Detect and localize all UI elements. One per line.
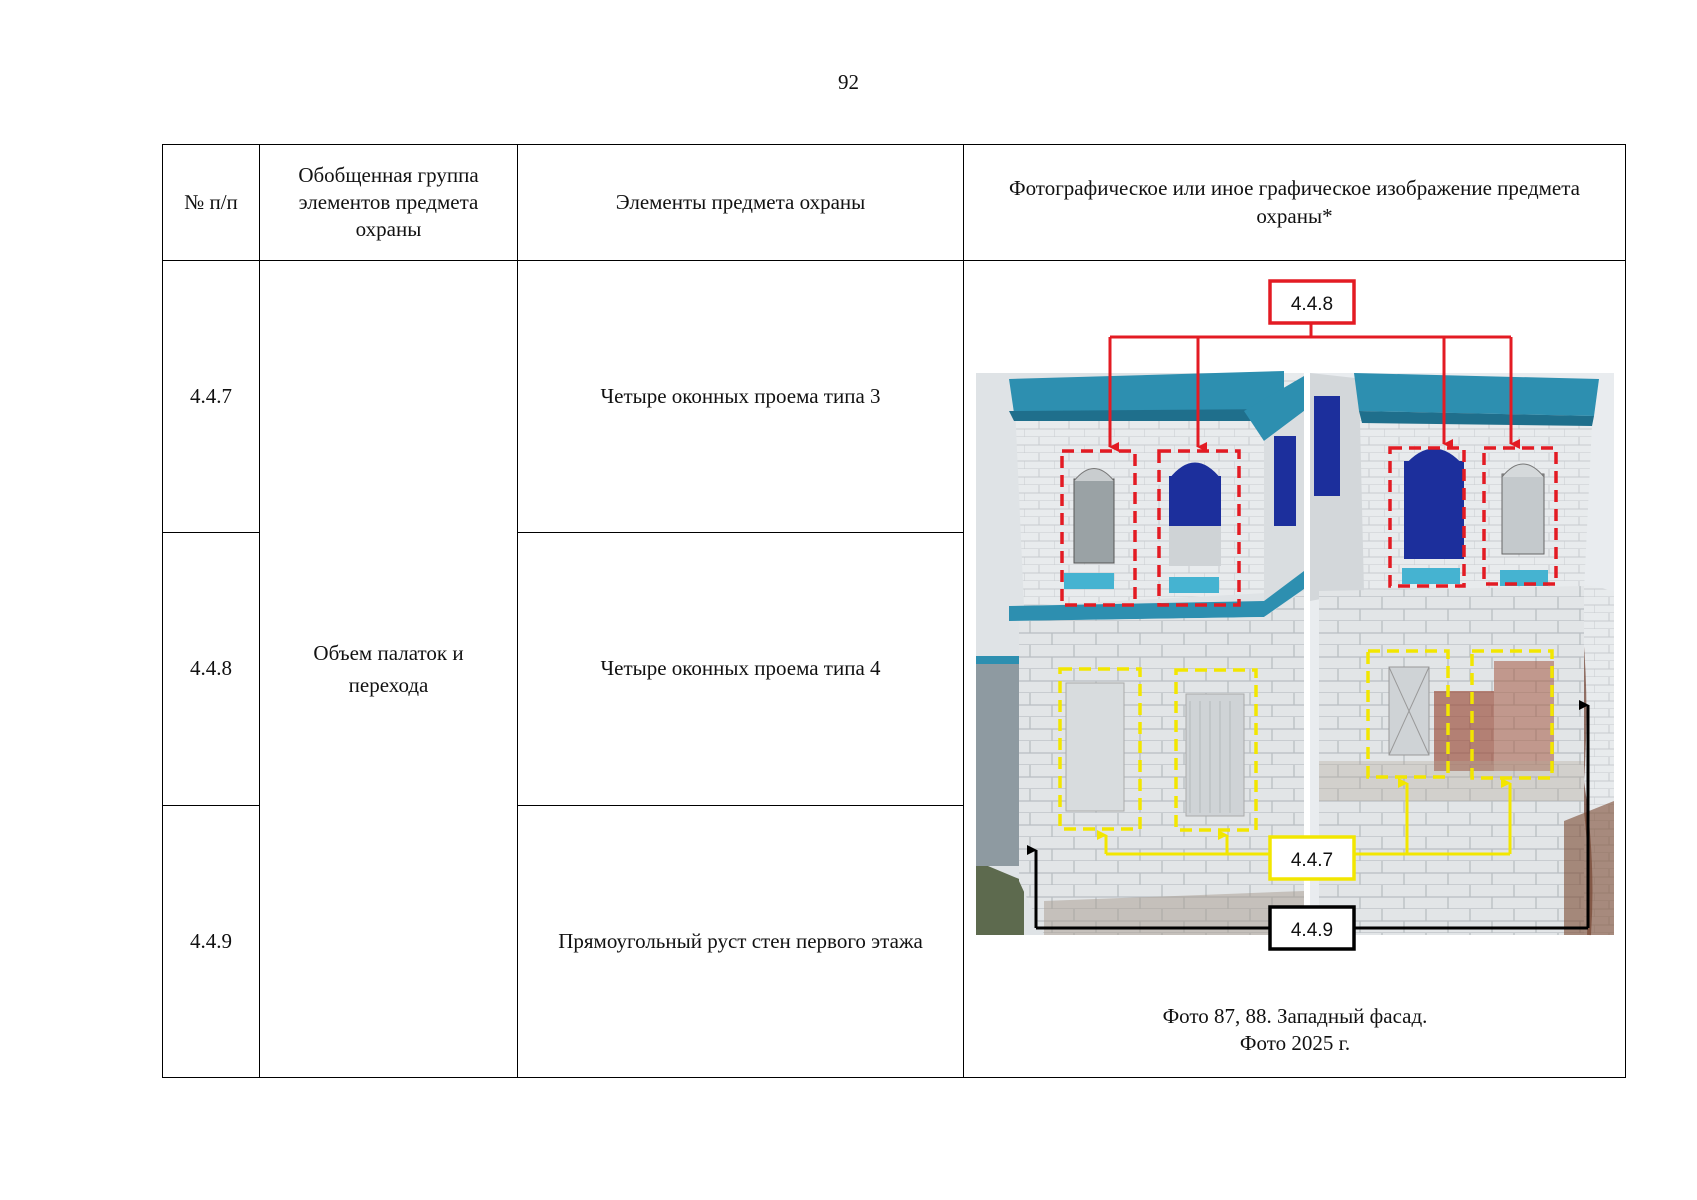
- facade-photo-figure: 4.4.8: [976, 279, 1614, 951]
- page-number: 92: [838, 70, 859, 94]
- protection-elements-table: № п/п Обобщенная группа элементов предме…: [162, 143, 1626, 1079]
- callout-4-4-7: 4.4.7: [1058, 649, 1554, 881]
- callout-black-box: [1268, 905, 1356, 951]
- callout-4-4-8: 4.4.8: [1060, 279, 1558, 607]
- row-number: 4.4.9: [162, 804, 260, 1079]
- caption-line-2: Фото 2025 г.: [1239, 1031, 1351, 1056]
- table-row: 4.4.8 Четыре оконных проема типа 4: [162, 532, 1626, 806]
- header-group: Обобщенная группа элементов предмета охр…: [259, 143, 518, 262]
- photo-caption: Фото 87, 88. Западный фасад. Фото 2025 г…: [964, 1003, 1626, 1058]
- callout-yellow-box: [1268, 835, 1356, 881]
- caption-line-1: Фото 87, 88. Западный фасад.: [1162, 1004, 1428, 1029]
- row-element: Четыре оконных проема типа 4: [517, 532, 964, 806]
- header-elements: Элементы предмета охраны: [517, 143, 964, 262]
- table-header-row: № п/п Обобщенная группа элементов предме…: [162, 143, 1626, 262]
- row-number: 4.4.7: [162, 260, 260, 534]
- table-row: 4.4.9 Прямоугольный руст стен первого эт…: [162, 804, 1626, 1079]
- row-number: 4.4.8: [162, 532, 260, 806]
- row-element: Прямоугольный руст стен первого этажа: [517, 804, 964, 1079]
- callout-red-label: 4.4.8: [1291, 294, 1333, 315]
- photo-87: [976, 371, 1304, 936]
- row-element: Четыре оконных проема типа 3: [517, 260, 964, 534]
- group-cell: Объем палаток и перехода: [259, 260, 518, 1078]
- photo-88: [1310, 373, 1614, 936]
- callout-black-label: 4.4.9: [1291, 920, 1333, 941]
- group-label: Объем палаток и перехода: [313, 640, 464, 698]
- callout-yellow-label: 4.4.7: [1291, 850, 1333, 871]
- callout-red-box: [1268, 279, 1356, 325]
- photo-cell: 4.4.8: [963, 260, 1626, 1078]
- table-row: 4.4.7 Объем палаток и перехода Четыре ок…: [162, 260, 1626, 1078]
- callout-4-4-9: 4.4.9: [1027, 700, 1590, 951]
- header-number: № п/п: [162, 143, 260, 262]
- header-image: Фотографическое или иное графическое изо…: [963, 143, 1626, 262]
